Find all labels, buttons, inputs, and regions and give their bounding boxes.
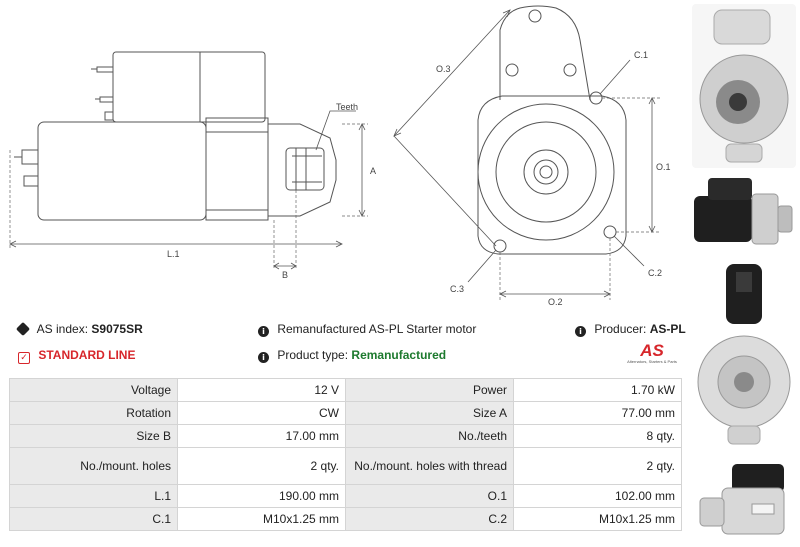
o2-label: O.2 xyxy=(548,297,563,305)
o3-label: O.3 xyxy=(436,64,451,74)
product-photo-front xyxy=(692,4,796,168)
tag-icon xyxy=(15,321,31,337)
l1-label: L.1 xyxy=(167,249,180,259)
spec-value: M10x1.25 mm xyxy=(513,507,682,531)
spec-value: 2 qty. xyxy=(177,447,346,485)
spec-value: 190.00 mm xyxy=(177,484,346,508)
info-icon: i xyxy=(258,326,269,337)
spec-label: Rotation xyxy=(9,401,178,425)
description-row: i Remanufactured AS-PL Starter motor xyxy=(258,322,476,337)
spec-label: C.2 xyxy=(345,507,514,531)
c1-label: C.1 xyxy=(634,50,648,60)
spec-label: O.1 xyxy=(345,484,514,508)
spec-value: 1.70 kW xyxy=(513,378,682,402)
producer-value: AS-PL xyxy=(649,322,686,336)
spec-label: C.1 xyxy=(9,507,178,531)
spec-value: 8 qty. xyxy=(513,424,682,448)
product-type-label: Product type: xyxy=(277,348,349,362)
as-index-label: AS index: xyxy=(36,322,89,336)
producer-row: i Producer: AS-PL xyxy=(575,322,686,337)
description-text: Remanufactured AS-PL Starter motor xyxy=(277,322,477,336)
side-view-drawing: Teeth A L.1 B xyxy=(9,51,376,280)
as-index-row: AS index: S9075SR xyxy=(15,321,143,337)
spec-label: No./teeth xyxy=(345,424,514,448)
spec-label: No./mount. holes with thread xyxy=(345,447,514,485)
spec-label: Size A xyxy=(345,401,514,425)
a-label: A xyxy=(370,166,376,176)
product-type-row: i Product type: Remanufactured xyxy=(258,348,446,363)
mount-flange-outline xyxy=(499,5,591,101)
spec-value: M10x1.25 mm xyxy=(177,507,346,531)
info-icon: i xyxy=(575,326,586,337)
as-pl-logo: AS Alternators, Starters & Parts xyxy=(624,342,680,370)
logo-text: AS xyxy=(640,341,664,360)
as-index-value: S9075SR xyxy=(91,322,143,336)
producer-label: Producer: xyxy=(594,322,647,336)
product-photo-rear xyxy=(692,262,796,452)
check-square-icon: ✓ xyxy=(18,352,30,364)
spec-label: Voltage xyxy=(9,378,178,402)
teeth-label: Teeth xyxy=(336,102,358,112)
c2-label: C.2 xyxy=(648,268,662,278)
spec-value: CW xyxy=(177,401,346,425)
spec-value: 17.00 mm xyxy=(177,424,346,448)
front-body-outline xyxy=(477,95,627,255)
o1-label: O.1 xyxy=(656,162,671,172)
spec-label: No./mount. holes xyxy=(9,447,178,485)
standard-line-row: ✓ STANDARD LINE xyxy=(18,348,135,364)
spec-value: 2 qty. xyxy=(513,447,682,485)
spec-value: 12 V xyxy=(177,378,346,402)
b-label: B xyxy=(282,270,288,280)
front-view-drawing: O.3 C.1 O.1 C.2 C.3 O.2 xyxy=(393,5,671,305)
logo-subtitle: Alternators, Starters & Parts xyxy=(627,359,677,364)
spec-label: Size B xyxy=(9,424,178,448)
spec-value: 102.00 mm xyxy=(513,484,682,508)
product-type-value: Remanufactured xyxy=(351,348,447,362)
product-photo-side xyxy=(692,172,796,252)
motor-body-outline xyxy=(37,121,207,221)
spec-label: Power xyxy=(345,378,514,402)
standard-line-label: STANDARD LINE xyxy=(38,348,136,362)
info-icon: i xyxy=(258,352,269,363)
c3-label: C.3 xyxy=(450,284,464,294)
solenoid-outline xyxy=(112,51,266,123)
spec-value: 77.00 mm xyxy=(513,401,682,425)
spec-label: L.1 xyxy=(9,484,178,508)
product-photo-top xyxy=(692,458,796,542)
